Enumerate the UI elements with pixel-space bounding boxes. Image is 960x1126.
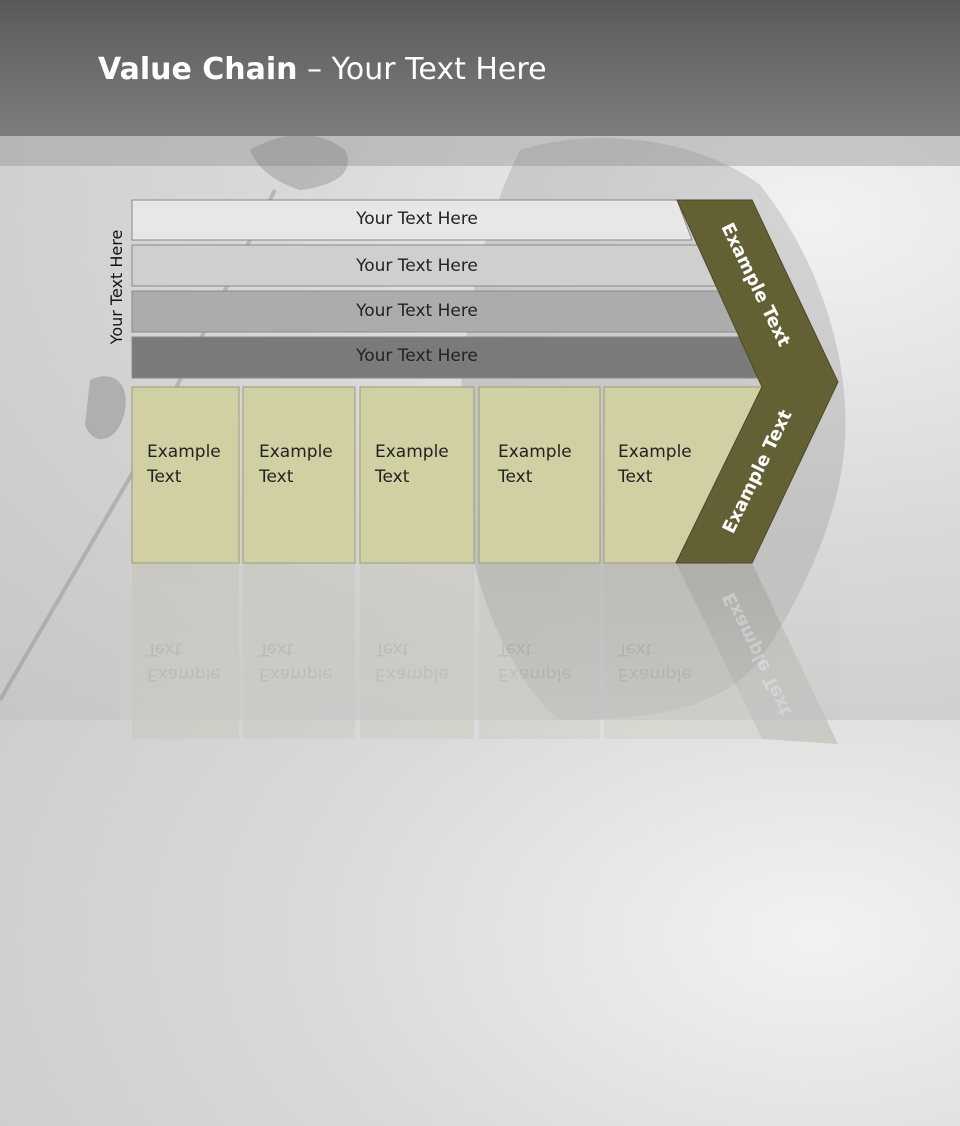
box-1-line2: Text bbox=[147, 467, 182, 487]
title-rest: – Your Text Here bbox=[297, 52, 547, 87]
activity-box-2 bbox=[242, 386, 356, 564]
value-chain-diagram bbox=[131, 199, 839, 564]
activity-box-4 bbox=[478, 386, 601, 564]
box-3-line1: Example bbox=[375, 442, 449, 462]
bar-1-text: Your Text Here bbox=[356, 209, 478, 229]
activity-box-3 bbox=[359, 386, 475, 564]
box-5-line1: Example bbox=[618, 442, 692, 462]
slide-title: Value Chain – Your Text Here bbox=[98, 52, 547, 87]
bar-1 bbox=[131, 199, 693, 241]
bar-2-text: Your Text Here bbox=[356, 256, 478, 276]
box-4-line2: Text bbox=[498, 467, 533, 487]
box-4-line1: Example bbox=[498, 442, 572, 462]
box-3-line2: Text bbox=[375, 467, 410, 487]
bar-3-text: Your Text Here bbox=[356, 301, 478, 321]
title-band bbox=[0, 136, 960, 166]
box-2-line1: Example bbox=[259, 442, 333, 462]
activity-box-1 bbox=[131, 386, 240, 564]
box-1-line1: Example bbox=[147, 442, 221, 462]
title-bold: Value Chain bbox=[98, 52, 298, 87]
title-bar bbox=[0, 0, 960, 136]
box-5-line2: Text bbox=[618, 467, 653, 487]
bar-4-text: Your Text Here bbox=[356, 346, 478, 366]
box-2-line2: Text bbox=[259, 467, 294, 487]
reflection-fade bbox=[120, 563, 840, 720]
